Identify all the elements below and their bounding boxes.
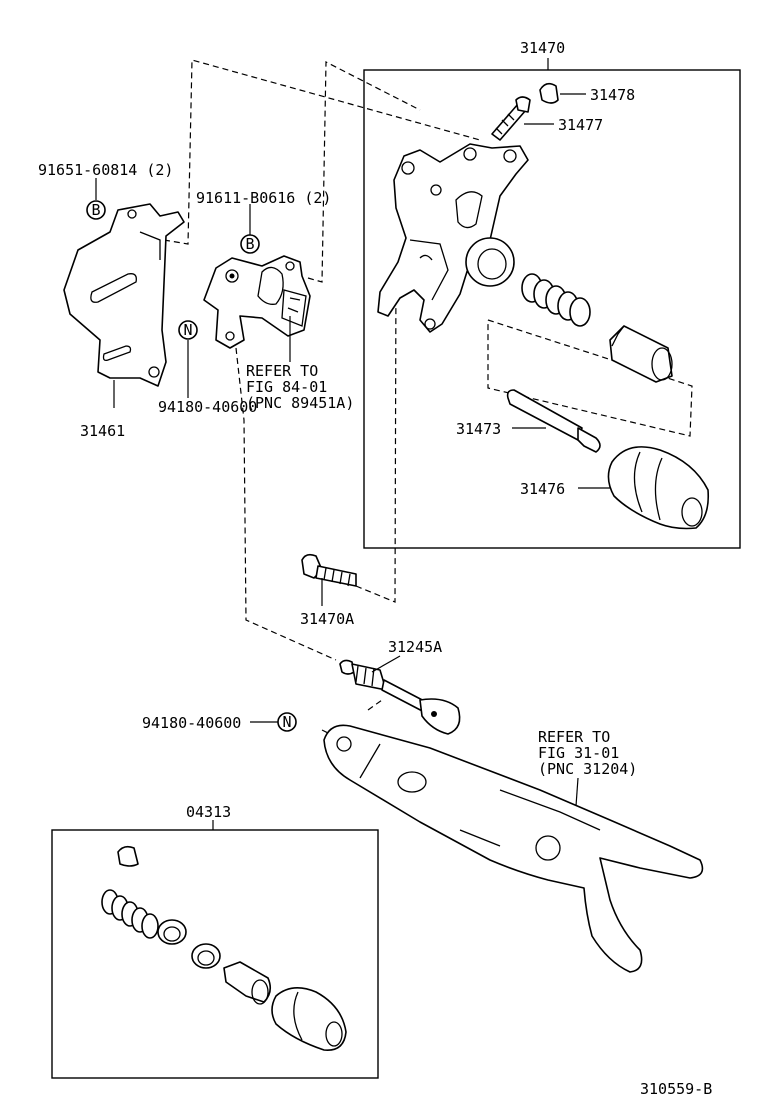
marker-B-1: B: [86, 200, 106, 220]
assembly-box-31470: [363, 69, 741, 549]
label-94180-40600-upper: 94180-40600: [158, 398, 257, 416]
boot-31476: [607, 446, 710, 530]
bracket-31461: [63, 203, 185, 387]
svg-text:B: B: [245, 235, 254, 253]
spring: [521, 273, 591, 327]
piston: [609, 325, 673, 383]
marker-N-1: N: [178, 320, 198, 340]
diagram-id: 310559-B: [640, 1080, 712, 1098]
bleeder-cap-31478: [539, 82, 559, 104]
label-31461: 31461: [80, 422, 125, 440]
svg-text:B: B: [91, 201, 100, 219]
kit-box-04313: [51, 829, 379, 1079]
push-rod-31245A: [339, 659, 461, 735]
label-31245A: 31245A: [388, 638, 442, 656]
refer-84-line1: REFER TO: [246, 362, 318, 380]
refer-31-line2: FIG 31-01: [538, 744, 619, 762]
label-91651-60814: 91651-60814 (2): [38, 161, 173, 179]
label-31473: 31473: [456, 420, 501, 438]
leader-lines: [95, 93, 610, 807]
label-31476: 31476: [520, 480, 565, 498]
refer-84-line3: (PNC 89451A): [246, 394, 354, 412]
refer-84-line2: FIG 84-01: [246, 378, 327, 396]
release-cylinder-body-31470: [377, 143, 529, 333]
refer-31-line1: REFER TO: [538, 728, 610, 746]
svg-text:N: N: [183, 321, 192, 339]
bolt-31470A: [301, 553, 357, 587]
svg-text:N: N: [282, 713, 291, 731]
marker-N-2: N: [277, 712, 297, 732]
label-91611-B0616: 91611-B0616 (2): [196, 189, 331, 207]
release-fork-31204: [323, 724, 704, 973]
bleeder-plug-31477: [491, 96, 531, 141]
kit-parts-04313: [101, 845, 347, 1051]
label-31477: 31477: [558, 116, 603, 134]
label-31470: 31470: [520, 39, 565, 57]
marker-B-2: B: [240, 234, 260, 254]
bracket-assembly-89451A: [203, 255, 311, 349]
push-rod-31473: [506, 389, 601, 453]
refer-31-line3: (PNC 31204): [538, 760, 637, 778]
label-31478: 31478: [590, 86, 635, 104]
label-31470A: 31470A: [300, 610, 354, 628]
label-04313: 04313: [186, 803, 231, 821]
label-94180-40600-lower: 94180-40600: [142, 714, 241, 732]
